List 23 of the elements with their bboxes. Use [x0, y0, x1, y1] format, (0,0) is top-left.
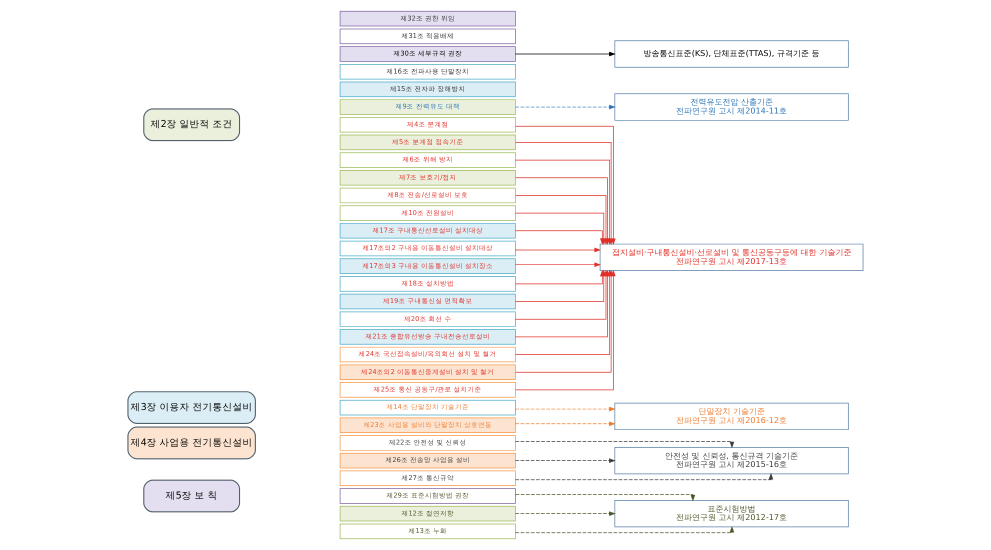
arrow	[515, 262, 602, 268]
arrow	[515, 230, 605, 245]
arrow	[515, 52, 616, 56]
arrow	[515, 458, 616, 463]
node-box: 단말장치 기술기준 전파연구원 고시 제2016-12호	[614, 402, 849, 430]
arrow	[515, 441, 734, 448]
node-box: 제4장 사업용 전기통신설비	[127, 426, 256, 460]
arrow	[515, 511, 616, 516]
node-box: 방송통신표준(KS), 단체표준(TTAS), 규격기준 등	[614, 40, 849, 68]
node-box: 안전성 및 신뢰성, 통신규격 기술기준 전파연구원 고시 제2015-16호	[614, 447, 849, 474]
node-box: 접지설비·구내통신설비·선로설비 및 통신공동구등에 대한 기술기준 전파연구원 고시 제2017-13호	[600, 244, 864, 271]
arrow	[515, 494, 696, 502]
arrow	[515, 406, 616, 412]
node-box: 표준시험방법 전파연구원 고시 제2012-17호	[614, 500, 849, 528]
arrow	[515, 421, 616, 426]
arrow	[515, 248, 602, 252]
node-box: 제5장 보 칙	[143, 480, 240, 512]
arrow	[515, 104, 616, 110]
arrow	[515, 526, 734, 534]
node-box: 제3장 이용자 전기통신설비	[127, 391, 256, 424]
arrow	[515, 472, 774, 480]
node-box: 제2장 일반적 조건	[143, 108, 240, 142]
node-box: 전력유도전압 산출기준 전파연구원 고시 제2014-11호	[614, 93, 849, 121]
